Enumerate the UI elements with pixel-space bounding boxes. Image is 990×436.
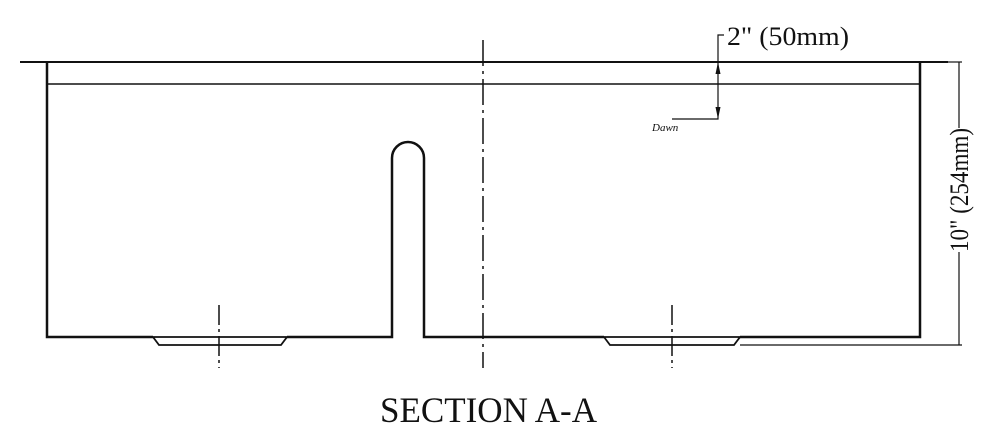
depth-dimension-label: 2" (50mm) bbox=[727, 22, 849, 51]
arrow-down-icon bbox=[715, 107, 721, 119]
right-drain bbox=[602, 336, 742, 346]
left-drain bbox=[151, 336, 289, 346]
brand-logo: Dawn bbox=[651, 122, 679, 134]
depth-dimension-leader bbox=[672, 34, 724, 120]
height-dimension-label: 10" (254mm) bbox=[945, 128, 974, 252]
section-title: SECTION A-A bbox=[380, 390, 597, 430]
sink-outline bbox=[45, 62, 922, 339]
arrow-up-icon bbox=[715, 62, 721, 74]
